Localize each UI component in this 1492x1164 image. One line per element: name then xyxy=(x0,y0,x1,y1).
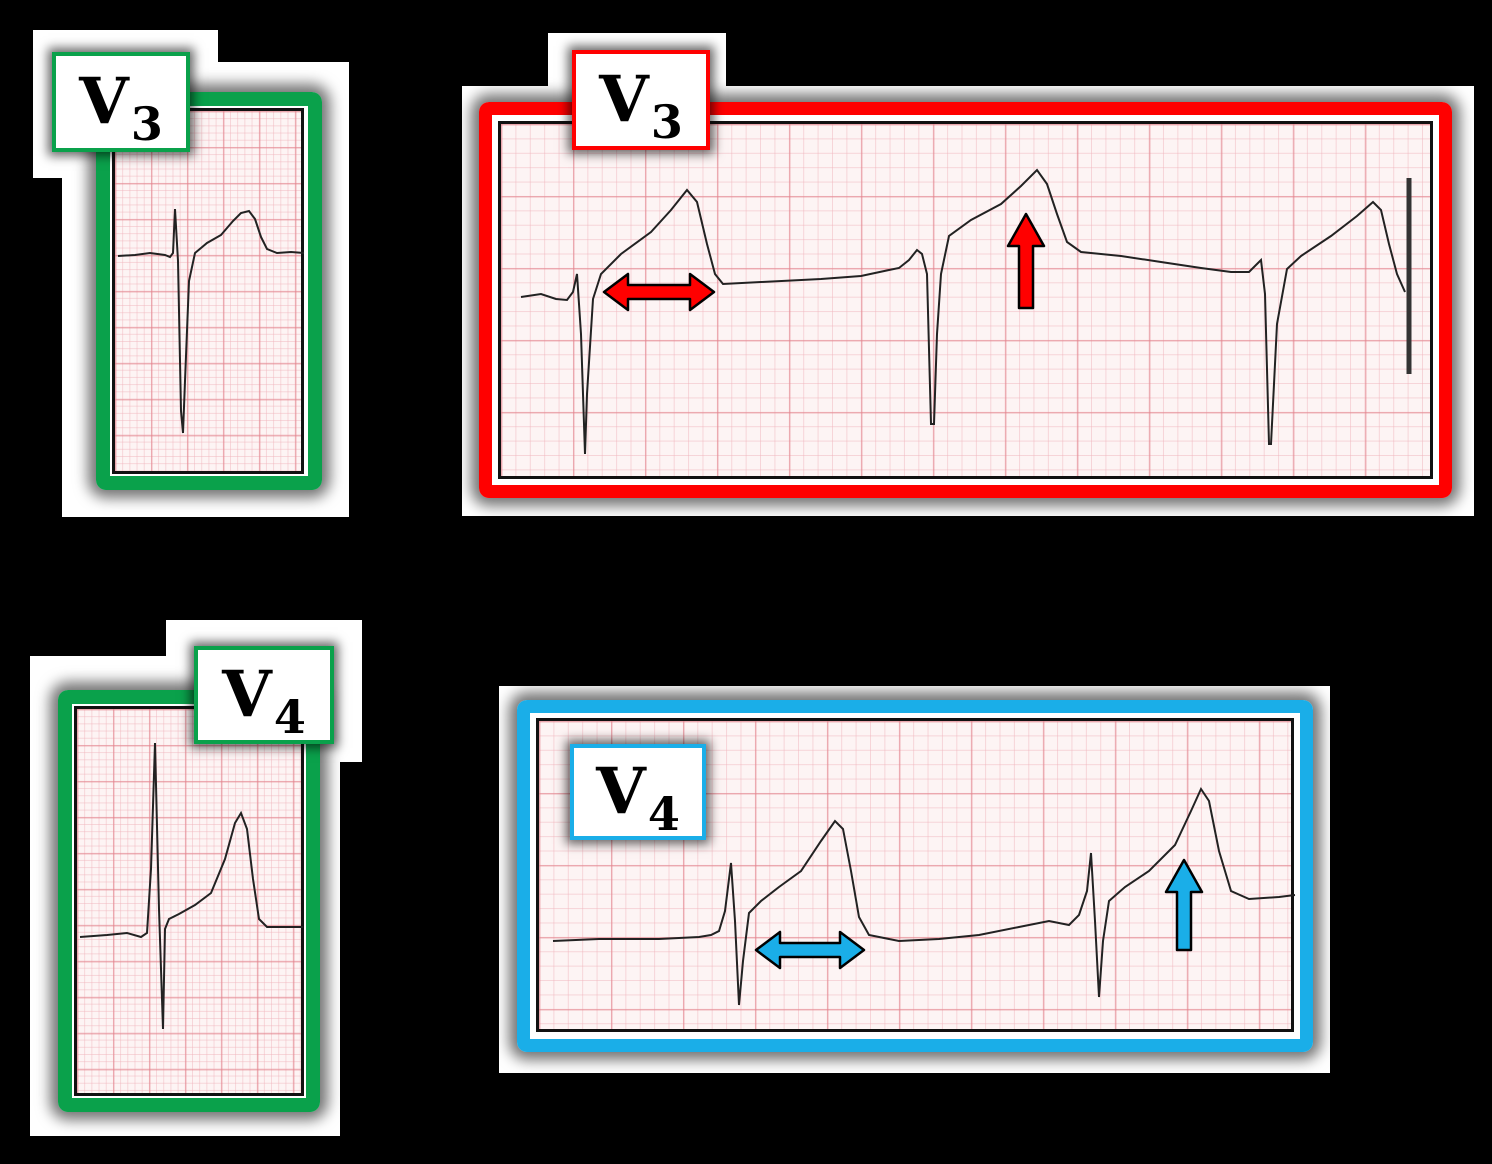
double-arrow-icon xyxy=(754,930,866,970)
lead-letter: V xyxy=(599,62,649,137)
lead-number: 3 xyxy=(130,97,163,151)
lead-number: 4 xyxy=(273,690,306,744)
lead-letter: V xyxy=(222,657,272,732)
ecg-trace xyxy=(117,208,305,434)
lead-number: 3 xyxy=(650,95,683,149)
up-arrow-icon xyxy=(1006,212,1046,310)
ecg-paper xyxy=(74,706,304,1096)
green-frame xyxy=(96,92,322,490)
blue-frame xyxy=(517,700,1313,1052)
lead-number: 4 xyxy=(647,787,680,841)
lead-letter: V xyxy=(79,64,129,139)
lead-letter: V xyxy=(596,754,646,829)
up-arrow-icon xyxy=(1164,858,1204,952)
ecg-trace xyxy=(552,786,1296,1006)
ecg-paper xyxy=(112,108,305,474)
red-frame xyxy=(479,102,1452,498)
ecg-trace xyxy=(79,742,303,1030)
double-arrow-icon xyxy=(602,272,716,312)
ecg-trace xyxy=(520,168,1412,455)
